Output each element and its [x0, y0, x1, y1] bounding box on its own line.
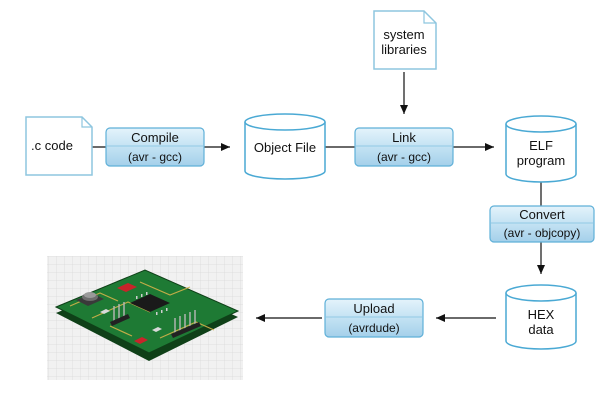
cylinder-icon — [505, 293, 577, 350]
link-tool: (avr - gcc) — [377, 150, 431, 164]
file-icon — [25, 116, 93, 176]
convert-title: Convert — [519, 207, 565, 222]
hex-label-line2: data — [528, 322, 554, 337]
step-box — [489, 205, 595, 243]
convert-tool: (avr - objcopy) — [504, 226, 581, 240]
upload-title: Upload — [353, 301, 394, 316]
elf-program-store: ELF program — [505, 115, 577, 183]
elf-label-line2: program — [517, 153, 565, 168]
system-libraries-label-line1: system — [383, 27, 424, 42]
compile-title: Compile — [131, 130, 179, 145]
hex-label-line1: HEX — [528, 307, 555, 322]
link-step: Link (avr - gcc) — [354, 127, 454, 167]
elf-label-line1: ELF — [529, 138, 553, 153]
compile-tool: (avr - gcc) — [128, 150, 182, 164]
hex-data-store: HEX data — [505, 284, 577, 350]
upload-tool: (avrdude) — [348, 321, 399, 335]
c-code-file: .c code — [25, 116, 93, 176]
convert-step: Convert (avr - objcopy) — [489, 205, 595, 243]
object-file-label: Object File — [254, 140, 316, 155]
cylinder-icon — [244, 122, 326, 180]
link-title: Link — [392, 130, 416, 145]
object-file-store: Object File — [244, 113, 326, 180]
system-libraries-file: system libraries — [373, 10, 437, 70]
system-libraries-label-line2: libraries — [381, 42, 427, 57]
cylinder-icon — [505, 124, 577, 183]
step-box — [324, 298, 424, 338]
upload-step: Upload (avrdude) — [324, 298, 424, 338]
file-icon — [373, 10, 437, 70]
compile-step: Compile (avr - gcc) — [105, 127, 205, 167]
c-code-label: .c code — [31, 138, 73, 153]
pcb-board-image — [47, 256, 243, 380]
step-box — [105, 127, 205, 167]
step-box — [354, 127, 454, 167]
